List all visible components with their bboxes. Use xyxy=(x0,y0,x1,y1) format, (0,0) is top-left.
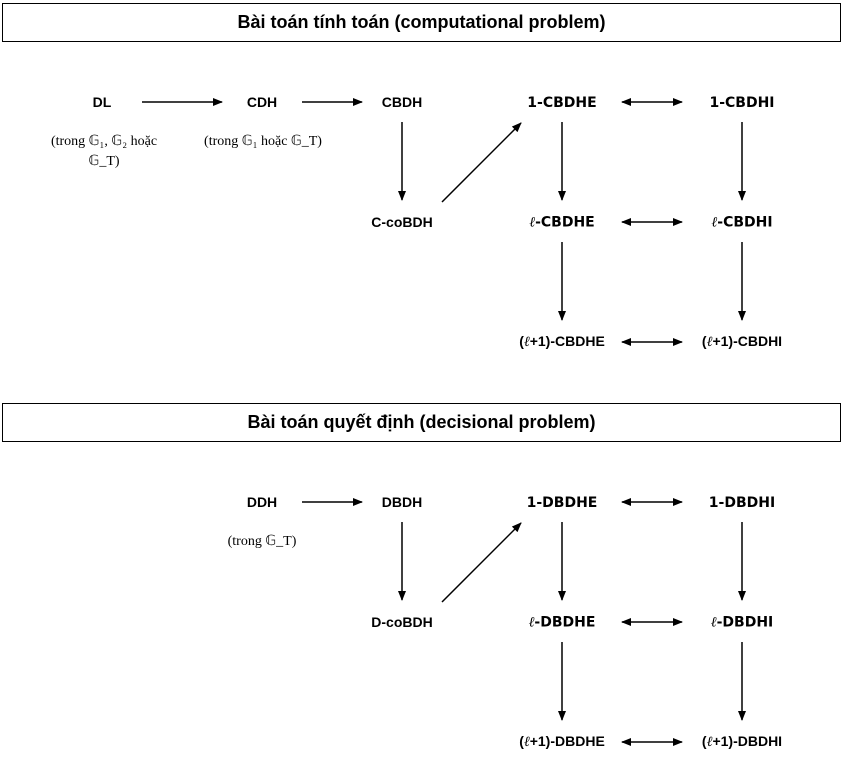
open-paren: ( xyxy=(519,733,524,749)
note-dl-line2: 𝔾_T) xyxy=(88,154,120,169)
node-c-cobdh-label: C-coBDH xyxy=(371,214,433,230)
note-cdh: (trong 𝔾₁ hoặc 𝔾_T) xyxy=(190,132,336,152)
open-paren: ( xyxy=(701,733,707,749)
node-dl: DL xyxy=(93,94,112,110)
node-cdh: CDH xyxy=(247,94,277,110)
open-paren: ( xyxy=(701,333,707,349)
node-1-cbdhe: 1-CBDHE xyxy=(527,95,596,111)
node-l-dbdhe: ℓ-DBDHE xyxy=(529,615,596,632)
node-d-cobdh-label: D-coBDH xyxy=(371,614,433,630)
node-l-cbdhi-label: -CBDHI xyxy=(717,214,773,231)
note-dl-line1: (trong 𝔾₁, 𝔾₂ hoặc xyxy=(50,134,158,149)
node-dbdh: DBDH xyxy=(382,494,422,510)
node-cdh-label: CDH xyxy=(246,94,278,110)
node-1-cbdhi: 1-CBDHI xyxy=(709,95,774,111)
node-cbdh: CBDH xyxy=(382,94,422,110)
node-1-dbdhe: 1-DBDHE xyxy=(527,495,598,511)
ell-symbol: ℓ xyxy=(528,614,535,631)
arrow-dcobdh-1dbdhe xyxy=(441,522,522,603)
note-ddh-text: (trong 𝔾_T) xyxy=(227,534,297,549)
arrow-ccobdh-1cbdhe xyxy=(441,122,522,203)
node-l1-dbdhe-label: +1)-DBDHE xyxy=(529,733,605,749)
ell-symbol: ℓ xyxy=(523,334,530,350)
ell-symbol: ℓ xyxy=(523,734,530,750)
node-l-dbdhe-label: -DBDHE xyxy=(534,614,596,631)
node-l-cbdhe: ℓ-CBDHE xyxy=(529,215,595,232)
node-c-cobdh: C-coBDH xyxy=(371,214,432,230)
node-ddh: DDH xyxy=(247,494,277,510)
ell-symbol: ℓ xyxy=(529,214,536,231)
node-l-cbdhi: ℓ-CBDHI xyxy=(711,215,772,232)
node-l-dbdhi: ℓ-DBDHI xyxy=(711,615,774,632)
node-l1-cbdhi-label: +1)-CBDHI xyxy=(712,333,783,349)
node-1-cbdhi-label: 1-CBDHI xyxy=(709,95,775,111)
ell-symbol: ℓ xyxy=(706,334,713,350)
node-cbdh-label: CBDH xyxy=(381,94,423,110)
note-dl: (trong 𝔾₁, 𝔾₂ hoặc 𝔾_T) xyxy=(32,132,176,172)
decisional-title-text: Bài toán quyết định (decisional problem) xyxy=(247,412,596,432)
node-l-dbdhi-label: -DBDHI xyxy=(716,614,774,631)
node-l1-dbdhi: (ℓ+1)-DBDHI xyxy=(702,733,782,751)
note-ddh: (trong 𝔾_T) xyxy=(212,532,312,552)
open-paren: ( xyxy=(519,333,524,349)
node-l1-cbdhe-label: +1)-CBDHE xyxy=(529,333,605,349)
decisional-title: Bài toán quyết định (decisional problem) xyxy=(2,403,841,442)
node-l1-cbdhe: (ℓ+1)-CBDHE xyxy=(519,333,605,351)
node-dl-label: DL xyxy=(92,94,112,110)
node-1-dbdhi-label: 1-DBDHI xyxy=(708,495,776,511)
note-cdh-text: (trong 𝔾₁ hoặc 𝔾_T) xyxy=(204,134,322,149)
computational-title: Bài toán tính toán (computational proble… xyxy=(2,3,841,42)
node-l1-dbdhe: (ℓ+1)-DBDHE xyxy=(519,733,605,751)
node-d-cobdh: D-coBDH xyxy=(371,614,432,630)
node-l-cbdhe-label: -CBDHE xyxy=(535,214,595,231)
node-1-dbdhe-label: 1-DBDHE xyxy=(526,495,598,511)
node-1-cbdhe-label: 1-CBDHE xyxy=(527,95,597,111)
node-ddh-label: DDH xyxy=(246,494,278,510)
ell-symbol: ℓ xyxy=(711,214,718,231)
node-l1-dbdhi-label: +1)-DBDHI xyxy=(712,733,783,749)
computational-title-text: Bài toán tính toán (computational proble… xyxy=(237,12,606,32)
ell-symbol: ℓ xyxy=(710,614,717,631)
node-1-dbdhi: 1-DBDHI xyxy=(709,495,775,511)
ell-symbol: ℓ xyxy=(706,734,713,750)
node-l1-cbdhi: (ℓ+1)-CBDHI xyxy=(702,333,782,351)
node-dbdh-label: DBDH xyxy=(381,494,423,510)
